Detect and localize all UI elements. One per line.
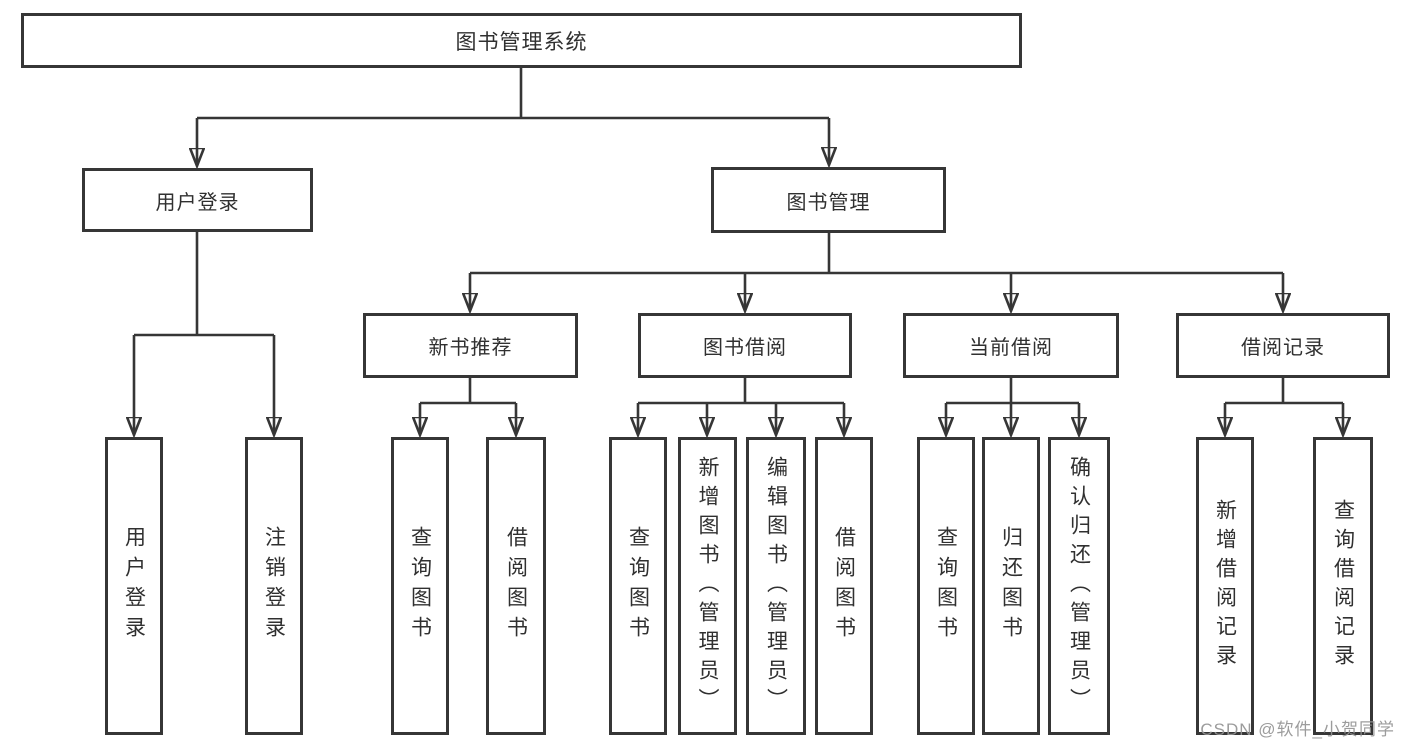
leaf-confirm-return-admin: 确认归还（管理员） — [1048, 437, 1110, 735]
leaf-add-borrow-record-label: 新增借阅记录 — [1213, 499, 1237, 673]
leaf-borrow-book-label: 借阅图书 — [832, 526, 856, 646]
leaf-query-book-current-label: 查询图书 — [934, 526, 958, 646]
node-borrow-records: 借阅记录 — [1176, 313, 1390, 378]
leaf-return-book: 归还图书 — [982, 437, 1040, 735]
leaf-edit-book-admin: 编辑图书（管理员） — [746, 437, 806, 735]
leaf-borrow-book-recommend: 借阅图书 — [486, 437, 546, 735]
leaf-query-borrow-record-label: 查询借阅记录 — [1331, 499, 1355, 673]
connector-book-borrow — [638, 378, 844, 435]
connector-root — [197, 68, 829, 166]
leaf-query-borrow-record: 查询借阅记录 — [1313, 437, 1373, 735]
csdn-watermark: CSDN @软件_小贺同学 — [1200, 720, 1395, 739]
leaf-logout: 注销登录 — [245, 437, 303, 735]
node-root: 图书管理系统 — [21, 13, 1022, 68]
connector-current-borrow — [946, 378, 1079, 435]
leaf-confirm-return-admin-label: 确认归还（管理员） — [1067, 455, 1091, 717]
node-user-login: 用户登录 — [82, 168, 313, 232]
leaf-query-book-current: 查询图书 — [917, 437, 975, 735]
leaf-user-login: 用户登录 — [105, 437, 163, 735]
leaf-add-borrow-record: 新增借阅记录 — [1196, 437, 1254, 735]
leaf-add-book-admin-label: 新增图书（管理员） — [696, 455, 719, 717]
node-book-borrow: 图书借阅 — [638, 313, 852, 378]
node-new-book-recommend: 新书推荐 — [363, 313, 578, 378]
connector-user-login — [134, 232, 274, 435]
connector-new-book-recommend — [420, 378, 516, 435]
node-book-management: 图书管理 — [711, 167, 946, 233]
leaf-query-book-borrow-label: 查询图书 — [626, 526, 650, 646]
connector-borrow-records — [1225, 378, 1343, 435]
leaf-borrow-book: 借阅图书 — [815, 437, 873, 735]
leaf-query-book-borrow: 查询图书 — [609, 437, 667, 735]
leaf-user-login-label: 用户登录 — [122, 526, 146, 646]
leaf-query-book-recommend: 查询图书 — [391, 437, 449, 735]
leaf-add-book-admin: 新增图书（管理员） — [678, 437, 737, 735]
leaf-edit-book-admin-label: 编辑图书（管理员） — [764, 455, 788, 717]
leaf-query-book-recommend-label: 查询图书 — [408, 526, 432, 646]
connector-book-management — [470, 233, 1283, 311]
leaf-borrow-book-recommend-label: 借阅图书 — [504, 526, 528, 646]
leaf-logout-label: 注销登录 — [262, 526, 286, 646]
leaf-return-book-label: 归还图书 — [999, 526, 1023, 646]
node-current-borrow: 当前借阅 — [903, 313, 1119, 378]
